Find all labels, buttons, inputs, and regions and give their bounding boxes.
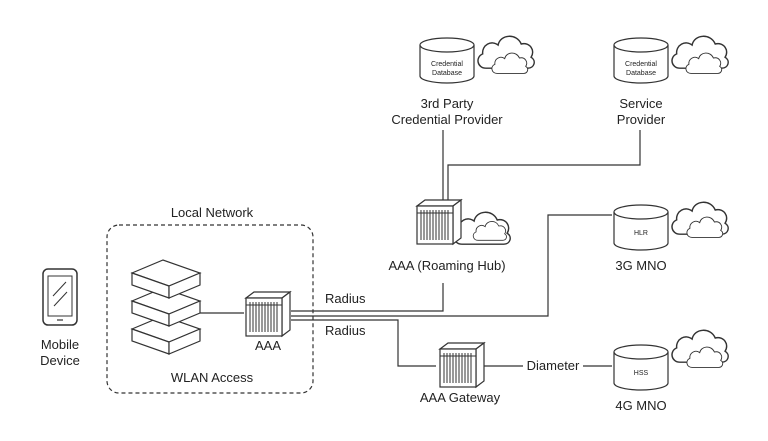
radius-label-1: Radius — [325, 291, 366, 306]
aaa-roaming-hub-cloud-icon — [453, 211, 511, 245]
mno-3g-cloud-icon — [671, 201, 729, 238]
aaa-roaming-hub-label: AAA (Roaming Hub) — [388, 258, 505, 273]
mno-4g-label: 4G MNO — [615, 398, 666, 413]
wlan-access-icon — [130, 259, 202, 355]
service-provider-label-line2: Provider — [617, 112, 666, 127]
mno-3g-label: 3G MNO — [615, 258, 666, 273]
service-provider-db-label-line1: Credential — [625, 61, 657, 68]
service-provider-label-line1: Service — [619, 96, 662, 111]
hlr-database-icon — [613, 204, 669, 251]
local-network-boundary — [106, 224, 314, 394]
wlan-access-label: WLAN Access — [171, 370, 254, 385]
service-provider-database-icon — [613, 37, 669, 84]
mobile-device-icon — [42, 268, 78, 326]
mobile-device-label-line1: Mobile — [41, 337, 79, 352]
service-provider-db-label-line2: Database — [626, 70, 656, 77]
third-party-db-label-line1: Credential — [431, 61, 463, 68]
aaa-gateway-label: AAA Gateway — [420, 390, 501, 405]
diameter-label: Diameter — [527, 358, 580, 373]
connection-lines — [200, 130, 641, 367]
third-party-database-icon — [419, 37, 475, 84]
hss-database-icon — [613, 344, 669, 391]
aaa-gateway-server-icon — [439, 342, 485, 388]
mno-4g-cloud-icon — [671, 329, 729, 368]
service-provider-cloud-icon — [671, 35, 729, 74]
aaa-roaming-hub-server-icon — [416, 199, 462, 245]
radius-label-2: Radius — [325, 323, 366, 338]
local-network-label: Local Network — [171, 205, 254, 220]
hlr-label: HLR — [634, 230, 648, 237]
third-party-label-line1: 3rd Party — [421, 96, 474, 111]
third-party-cloud-icon — [477, 35, 535, 74]
mobile-device-label-line2: Device — [40, 353, 80, 368]
hss-label: HSS — [634, 370, 649, 377]
third-party-db-label-line2: Database — [432, 70, 462, 77]
aaa-local-server-icon — [245, 291, 291, 337]
aaa-local-label: AAA — [255, 338, 281, 353]
third-party-label-line2: Credential Provider — [391, 112, 503, 127]
